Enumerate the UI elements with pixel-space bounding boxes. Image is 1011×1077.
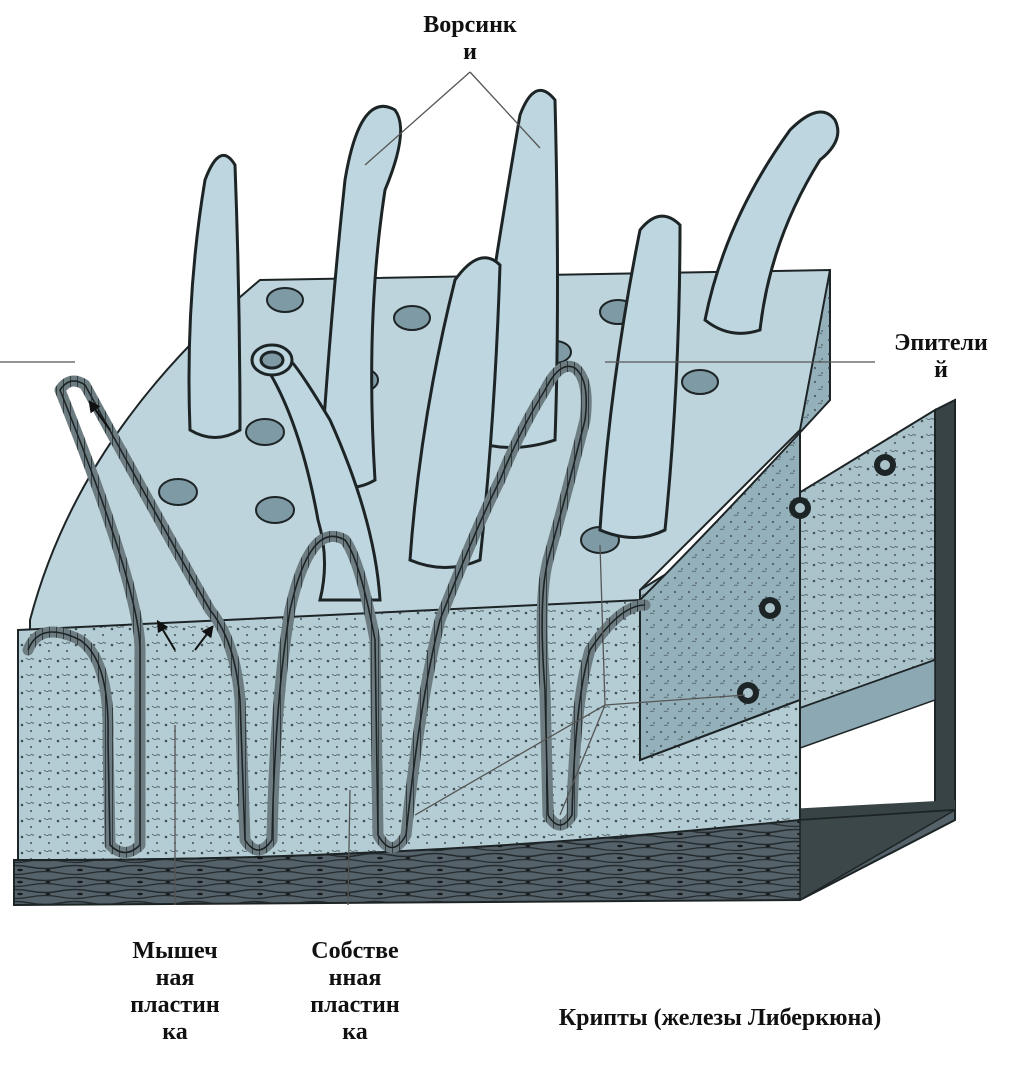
label-crypts: Крипты (железы Либеркюна) — [490, 1005, 950, 1032]
label-muscularis: Мышеч ная пластин ка — [105, 938, 245, 1046]
label-epithelium: Эпители й — [880, 330, 1002, 384]
label-lamina-propria: Собстве нная пластин ка — [285, 938, 425, 1046]
label-villi: Ворсинк и — [400, 12, 540, 66]
